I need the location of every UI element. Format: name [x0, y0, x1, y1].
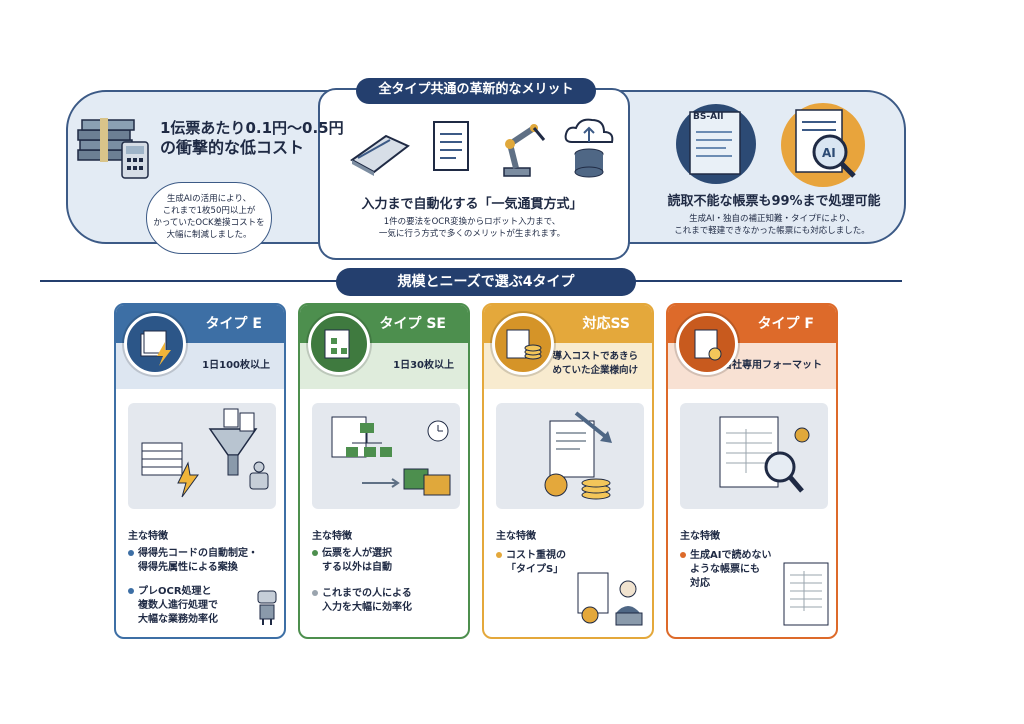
ai-label: AI — [822, 146, 836, 160]
automation-title: 入力まで自動化する「一気通貫方式」 — [361, 197, 583, 212]
custom-format-icon — [676, 313, 738, 375]
types-title: 規模とニーズで選ぶ4タイプ — [336, 268, 636, 296]
bullet-icon — [496, 552, 502, 558]
card-type-e: タイプ E 1日100枚以上 主な特徴 得得先コードの自動制定・ 得得先属性によ… — [114, 303, 286, 639]
workflow-illustration — [312, 403, 460, 509]
feature-1: コスト重視の 「タイプS」 — [496, 549, 566, 577]
features-heading: 主な特徴 — [680, 531, 720, 542]
bullet-icon — [312, 590, 318, 596]
feature-1-line-1: コスト重視の — [506, 550, 566, 561]
feature-1: 伝票を人が選択 する以外は自動 — [312, 547, 392, 575]
cost-line-1: 1伝票あたり0.1円〜0.5円 — [160, 119, 344, 137]
automation-desc-1: 1件の要法をOCR変換からロボット入力まで、 — [383, 217, 561, 227]
document-icon — [433, 121, 469, 171]
feature-1-line-2: する以外は自動 — [322, 562, 392, 573]
cost-note-1: 生成AIの活用により、 — [166, 194, 252, 204]
feature-2: プレOCR処理と 複数人進行処理で 大幅な業務効率化 — [128, 585, 218, 627]
feature-1-line-2: 「タイプS」 — [506, 564, 564, 575]
cost-down-illustration — [496, 403, 644, 509]
scanned-document-icon — [676, 104, 756, 184]
card-subtitle-line-1: 導入コストであきら — [552, 351, 638, 362]
card-subtitle-line-2: めていた企業様向け — [552, 365, 638, 376]
person-laptop-icon — [577, 572, 643, 626]
readability-desc: 生成AI・独自の補正知難・タイプFにより、 これまで軽建できなかった帳票にも対応… — [640, 213, 904, 237]
feature-1-line-1: 伝票を人が選択 — [322, 548, 392, 559]
cost-line-2: の衝撃的な低コスト — [160, 138, 305, 157]
cost-headline: 1伝票あたり0.1円〜0.5円 の衝撃的な低コスト — [160, 118, 344, 158]
automation-desc: 1件の要法をOCR変換からロボット入力まで、 一気に行う方式で多くのメリットが生… — [330, 216, 614, 240]
cloud-database-icon — [564, 118, 614, 178]
workflow-doc-icon — [308, 313, 370, 375]
feature-2-line-2: 複数人進行処理で — [138, 600, 218, 611]
feature-1-line-3: 対応 — [690, 578, 710, 589]
features-heading: 主な特徴 — [496, 531, 536, 542]
feature-2-line-2: 入力を大幅に効率化 — [322, 602, 412, 613]
readability-desc-1: 生成AI・独自の補正知難・タイプFにより、 — [689, 214, 855, 224]
funnel-robot-illustration — [128, 403, 276, 509]
robot-icon — [257, 590, 277, 625]
money-stack-icon — [77, 118, 149, 179]
readability-title: 読取不能な帳票も99%まで処理可能 — [667, 194, 881, 209]
coin-document-icon — [492, 313, 554, 375]
feature-1: 得得先コードの自動制定・ 得得先属性による案換 — [128, 547, 258, 575]
robot-arm-icon — [503, 124, 546, 177]
cost-note-4: 大幅に制減しました。 — [166, 230, 252, 240]
readability-desc-2: これまで軽建できなかった帳票にも対応しました。 — [674, 226, 870, 236]
feature-1-line-2: 得得先属性による案換 — [138, 562, 238, 573]
feature-2-line-1: プレOCR処理と — [138, 586, 212, 597]
stack-lightning-icon — [124, 313, 186, 375]
cost-note-bubble: 生成AIの活用により、 これまで1枚50円以上が かっていたOCK差摸コストを … — [146, 182, 272, 254]
feature-1-line-1: 生成AIで読めない — [690, 550, 772, 561]
merit-title: 全タイプ共通の革新的なメリット — [356, 78, 596, 104]
ai-magnifier-icon — [781, 103, 865, 187]
feature-2-line-3: 大幅な業務効率化 — [138, 614, 218, 625]
bullet-icon — [128, 588, 134, 594]
feature-1-line-1: 得得先コードの自動制定・ — [138, 548, 258, 559]
bullet-icon — [312, 550, 318, 556]
feature-1: 生成AIで読めない ような帳票にも 対応 — [680, 549, 771, 591]
cost-note-3: かっていたOCK差摸コストを — [153, 218, 265, 228]
card-type-f: タイプ F 自社専用フォーマット 主な特徴 生成AIで読めない ような帳票にも … — [666, 303, 838, 639]
doc-label: BS-AIl — [693, 112, 724, 122]
cost-note-2: これまで1枚50円以上が — [162, 206, 256, 216]
card-type-se: タイプ SE 1日30枚以上 主な特徴 伝票を人が選択 する以外は自動 これまで… — [298, 303, 470, 639]
feature-2-line-1: これまでの人による — [322, 588, 412, 599]
card-type-ss: 対応SS 導入コストであきら めていた企業様向け 主な特徴 コスト重視の 「タイ… — [482, 303, 654, 639]
form-magnifier-illustration — [680, 403, 828, 509]
automation-desc-2: 一気に行う方式で多くのメリットが生まれます。 — [378, 229, 566, 239]
features-heading: 主な特徴 — [312, 531, 352, 542]
scanner-icon — [350, 134, 410, 176]
feature-2: これまでの人による 入力を大幅に効率化 — [312, 587, 412, 615]
feature-1-line-2: ような帳票にも — [690, 564, 760, 575]
bullet-icon — [128, 550, 134, 556]
bullet-icon — [680, 552, 686, 558]
features-heading: 主な特徴 — [128, 531, 168, 542]
form-document-icon — [783, 562, 829, 626]
